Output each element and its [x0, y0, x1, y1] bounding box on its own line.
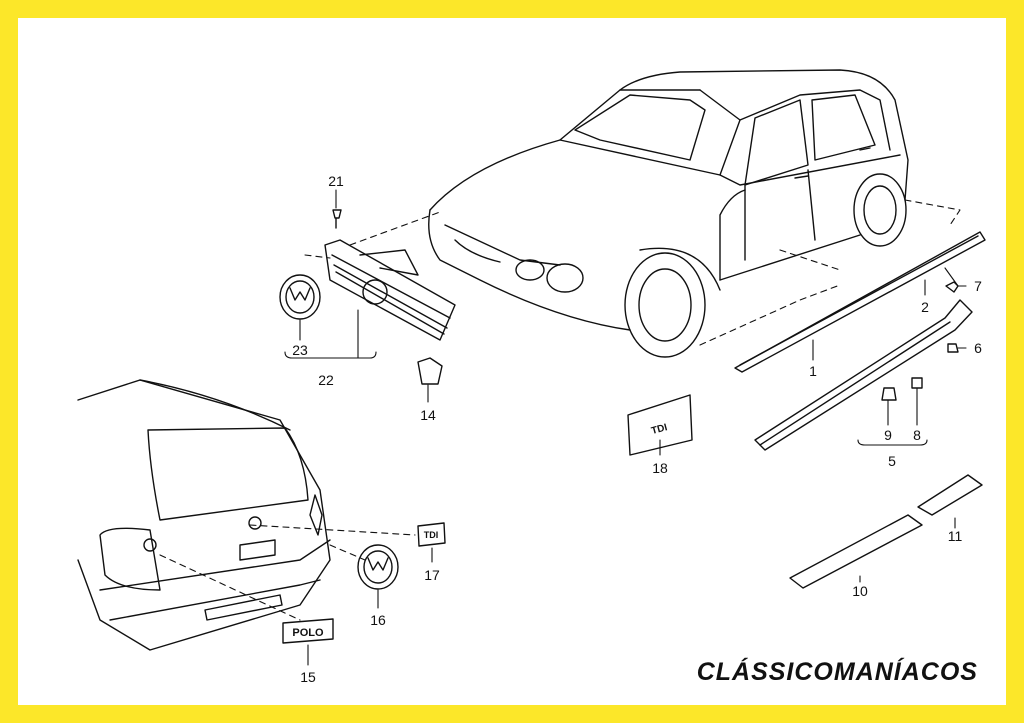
callout-16: 16: [370, 612, 386, 628]
callout-7: 7: [974, 278, 982, 294]
callout-22: 22: [318, 372, 334, 388]
sill-trim-lower: [754, 299, 973, 451]
callout-15: 15: [300, 669, 316, 685]
callout-leaders: [284, 189, 967, 666]
badge-tdi-rear-text: TDI: [424, 530, 439, 540]
leader-lines: [159, 199, 961, 621]
callout-21: 21: [328, 173, 344, 189]
vw-emblem-front: [279, 274, 321, 320]
car-front-view: [428, 69, 909, 358]
vw-emblem-rear: [357, 544, 399, 590]
callout-23: 23: [292, 342, 308, 358]
sill-strip-upper: [734, 231, 986, 373]
callout-2: 2: [921, 299, 929, 315]
brand-watermark: CLÁSSICOMANÍACOS: [696, 658, 978, 686]
callout-14: 14: [420, 407, 436, 423]
badge-tdi-side: [627, 394, 693, 456]
clip-9: [881, 387, 897, 401]
car-rear-view: [77, 379, 331, 651]
callout-8: 8: [913, 427, 921, 443]
screw-21: [332, 209, 342, 229]
badge-polo: [282, 618, 334, 644]
bracket-14: [417, 357, 443, 385]
clip-8: [911, 377, 923, 389]
callout-5: 5: [888, 453, 896, 469]
callout-17: 17: [424, 567, 440, 583]
callout-18: 18: [652, 460, 668, 476]
callout-6: 6: [974, 340, 982, 356]
badge-tdi-rear: [417, 522, 446, 547]
callout-1: 1: [809, 363, 817, 379]
protective-strip-10: [789, 514, 923, 589]
callout-11: 11: [948, 528, 963, 544]
clip-6: [947, 343, 959, 353]
badge-polo-text: POLO: [292, 627, 324, 639]
callout-9: 9: [884, 427, 892, 443]
protective-strip-11: [917, 474, 983, 516]
badge-tdi-side-text: TDI: [650, 422, 669, 437]
front-grille: [324, 239, 456, 341]
diagram-frame: [18, 18, 1006, 705]
callout-10: 10: [852, 583, 868, 599]
